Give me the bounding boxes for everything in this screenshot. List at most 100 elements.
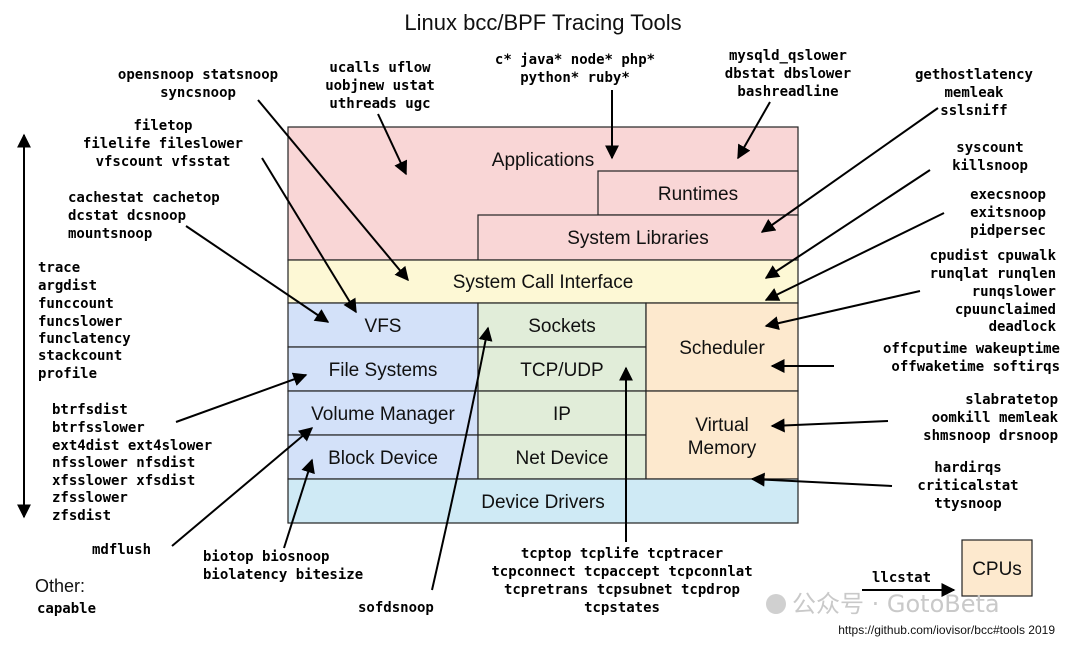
tool-label: execsnoop <box>970 187 1046 203</box>
tool-label: ext4dist ext4slower <box>52 438 212 454</box>
tool-label: criticalstat <box>917 478 1018 494</box>
tool-label: llcstat <box>872 570 931 586</box>
tool-label: tcpstates <box>584 600 660 616</box>
watermark-text: 公众号 · GotoBeta <box>792 590 1000 618</box>
arrow-sofdsnoop <box>431 326 493 591</box>
vfs-label: VFS <box>365 316 402 337</box>
tool-label: sslsniff <box>940 103 1007 119</box>
tool-label: hardirqs <box>934 460 1001 476</box>
file-systems-label: File Systems <box>329 360 438 381</box>
arrow-biotop <box>283 458 315 549</box>
tool-label: trace <box>38 260 80 276</box>
syscall-interface-label: System Call Interface <box>453 272 634 293</box>
tool-label: killsnoop <box>952 158 1028 174</box>
tool-label: funcslower <box>38 314 122 330</box>
tool-label: syscount <box>956 140 1023 156</box>
tool-label: python* ruby* <box>520 70 630 86</box>
tool-label: oomkill memleak <box>932 410 1059 426</box>
tool-label: tcpretrans tcpsubnet tcpdrop <box>504 582 740 598</box>
tool-label: funccount <box>38 296 114 312</box>
tool-label: zfsslower <box>52 490 128 506</box>
tool-label: pidpersec <box>970 223 1046 239</box>
device-drivers-box <box>287 478 799 524</box>
arrow-cachestat <box>185 225 330 323</box>
tool-label: deadlock <box>989 319 1057 335</box>
tool-label: mdflush <box>92 542 151 558</box>
net-device-label: Net Device <box>516 448 609 469</box>
arrow-hardirqs <box>750 472 893 487</box>
tool-label: bashreadline <box>737 84 838 100</box>
applications-label: Applications <box>492 150 594 171</box>
arrow-mysqld <box>737 101 771 160</box>
tool-label: zfsdist <box>52 508 111 524</box>
device-drivers-label: Device Drivers <box>481 492 605 513</box>
tool-label: dcstat dcsnoop <box>68 208 186 224</box>
tool-label: profile <box>38 366 97 382</box>
tool-label: shmsnoop drsnoop <box>923 428 1058 444</box>
virtual-memory-label-1: Virtual <box>695 415 749 436</box>
tool-label: filelife fileslower <box>83 136 243 152</box>
diagram-title: Linux bcc/BPF Tracing Tools <box>404 10 681 35</box>
arrow-syscount <box>764 169 931 279</box>
footer-url: https://github.com/iovisor/bcc#tools 201… <box>838 623 1055 637</box>
tool-label: tcpconnect tcpaccept tcpconnlat <box>491 564 752 580</box>
tool-label: runqslower <box>972 284 1056 300</box>
syscall-interface-box <box>287 259 799 304</box>
scheduler-label: Scheduler <box>679 338 765 359</box>
cpus-box <box>961 539 1033 597</box>
tool-label: argdist <box>38 278 97 294</box>
tool-label: cpudist cpuwalk <box>930 248 1057 264</box>
tool-label: biotop biosnoop <box>203 549 329 565</box>
tool-label: xfsslower xfsdist <box>52 473 195 489</box>
tool-label: slabratetop <box>965 392 1058 408</box>
watermark: 公众号 · GotoBeta <box>766 590 1000 618</box>
tool-label: btrfsdist <box>52 402 128 418</box>
runtimes-box <box>597 170 799 216</box>
tool-label: ttysnoop <box>934 496 1001 512</box>
tcp-udp-box <box>477 346 647 392</box>
tool-label: syncsnoop <box>160 85 236 101</box>
net-device-box <box>477 434 647 480</box>
tool-label: opensnoop statsnoop <box>118 67 278 83</box>
arrow-execsnoop <box>764 212 945 301</box>
arrow-mdflush <box>171 427 314 547</box>
tool-label: filetop <box>133 118 192 134</box>
tool-label: dbstat dbslower <box>725 66 851 82</box>
tool-label: vfscount vfsstat <box>96 154 231 170</box>
tool-label: mountsnoop <box>68 226 152 242</box>
runtimes-label: Runtimes <box>658 184 738 205</box>
tool-label: funclatency <box>38 331 131 347</box>
arrow-btrfsdist <box>175 372 308 423</box>
arrow-slabratetop <box>770 418 889 433</box>
tool-label: tcptop tcplife tcptracer <box>521 546 723 562</box>
arrow-filetop <box>261 157 357 314</box>
tool-label: uthreads ugc <box>329 96 430 112</box>
tcp-udp-label: TCP/UDP <box>520 360 603 381</box>
tool-label: cpuunclaimed <box>955 302 1056 318</box>
tool-label: cachestat cachetop <box>68 190 220 206</box>
tool-label: ucalls uflow <box>329 60 431 76</box>
tool-label: btrfsslower <box>52 420 145 436</box>
system-libraries-box <box>477 214 799 261</box>
tool-label: nfsslower nfsdist <box>52 455 195 471</box>
wechat-icon <box>766 594 786 614</box>
tool-label: c* java* node* php* <box>495 52 655 68</box>
arrows <box>171 90 956 597</box>
block-device-label: Block Device <box>328 448 438 469</box>
tool-label: offwaketime softirqs <box>891 359 1060 375</box>
tool-label: exitsnoop <box>970 205 1046 221</box>
tool-label: offcputime wakeuptime <box>883 341 1060 357</box>
arrow-opensnoop <box>257 99 409 282</box>
tool-label: runqlat runqlen <box>930 266 1056 282</box>
tool-label: stackcount <box>38 348 122 364</box>
system-libraries-label: System Libraries <box>567 228 709 249</box>
tool-label: sofdsnoop <box>358 600 434 616</box>
arrow-cpudist <box>764 290 921 331</box>
other-tool: capable <box>37 601 96 617</box>
virtual-memory-box <box>645 390 799 480</box>
sockets-label: Sockets <box>528 316 596 337</box>
tool-label: biolatency bitesize <box>203 567 363 583</box>
tool-label: mysqld_qslower <box>729 48 847 64</box>
arrow-ucalls <box>377 113 408 176</box>
